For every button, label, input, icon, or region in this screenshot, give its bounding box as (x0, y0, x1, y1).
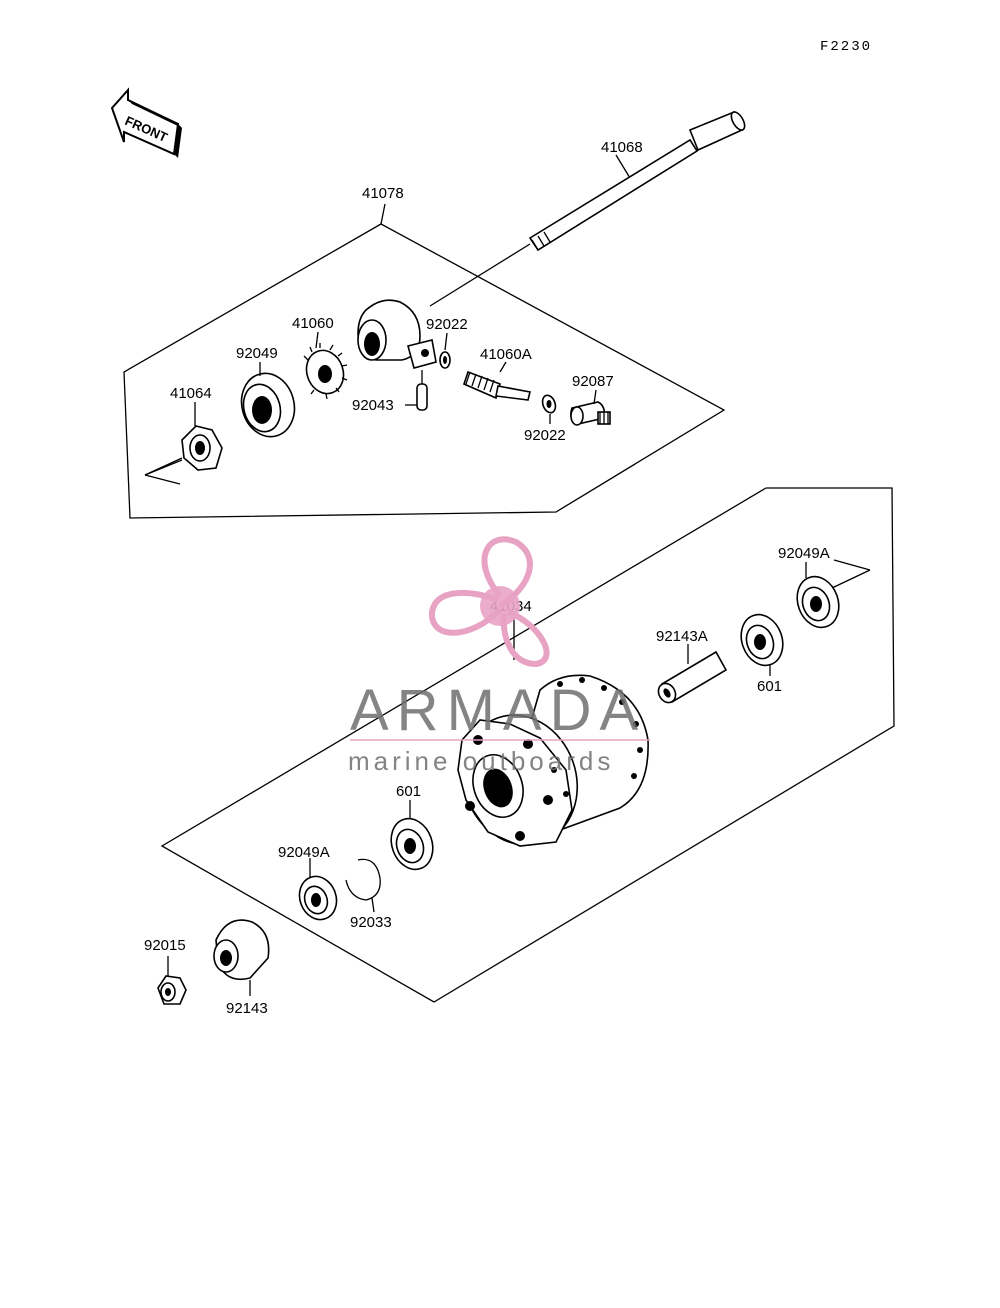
label-92087: 92087 (572, 373, 614, 390)
watermark: ARMADA marine outboards (348, 536, 650, 776)
label-92022-top: 92022 (426, 316, 468, 333)
washer-bottom (541, 394, 557, 424)
label-41068: 41068 (601, 139, 643, 156)
label-41078: 41078 (362, 185, 404, 202)
label-92015: 92015 (144, 937, 186, 954)
watermark-name: ARMADA (350, 678, 646, 743)
oil-seal-upper (240, 362, 296, 438)
circlip (345, 858, 381, 913)
speedo-gear (303, 331, 348, 400)
label-92049A-right: 92049A (778, 545, 830, 562)
propeller-logo-icon (429, 536, 550, 668)
bearing-left (390, 800, 434, 871)
label-92143A: 92143A (656, 628, 708, 645)
label-601-left: 601 (396, 783, 421, 800)
label-601-right: 601 (757, 678, 782, 695)
pin (405, 370, 428, 411)
upper-group-outline (123, 223, 726, 519)
axle-shaft (429, 110, 746, 307)
label-92022-bottom: 92022 (524, 427, 566, 444)
label-41060: 41060 (292, 315, 334, 332)
label-41060A: 41060A (480, 346, 532, 363)
label-92049: 92049 (236, 345, 278, 362)
lower-group-outline (160, 487, 895, 1003)
label-92049A-left: 92049A (278, 844, 330, 861)
label-92033: 92033 (350, 914, 392, 931)
label-92043: 92043 (352, 397, 394, 414)
axle-nut (157, 956, 187, 1005)
oil-seal-right (796, 562, 840, 629)
bushing (570, 389, 611, 426)
gear-retainer (181, 402, 223, 471)
pinion-gear (463, 361, 531, 401)
washer-top (439, 332, 451, 369)
label-92143: 92143 (226, 1000, 268, 1017)
spacer-tube (657, 644, 728, 704)
label-41064: 41064 (170, 385, 212, 402)
front-arrow-icon: FRONT (110, 87, 182, 158)
oil-seal-left (298, 858, 338, 921)
gearbox-housing (357, 299, 437, 369)
front-hub (457, 614, 649, 847)
collar (213, 919, 270, 996)
bearing-right (740, 613, 784, 676)
watermark-tagline: marine outboards (348, 746, 614, 776)
diagram-code: F2230 (820, 39, 872, 55)
